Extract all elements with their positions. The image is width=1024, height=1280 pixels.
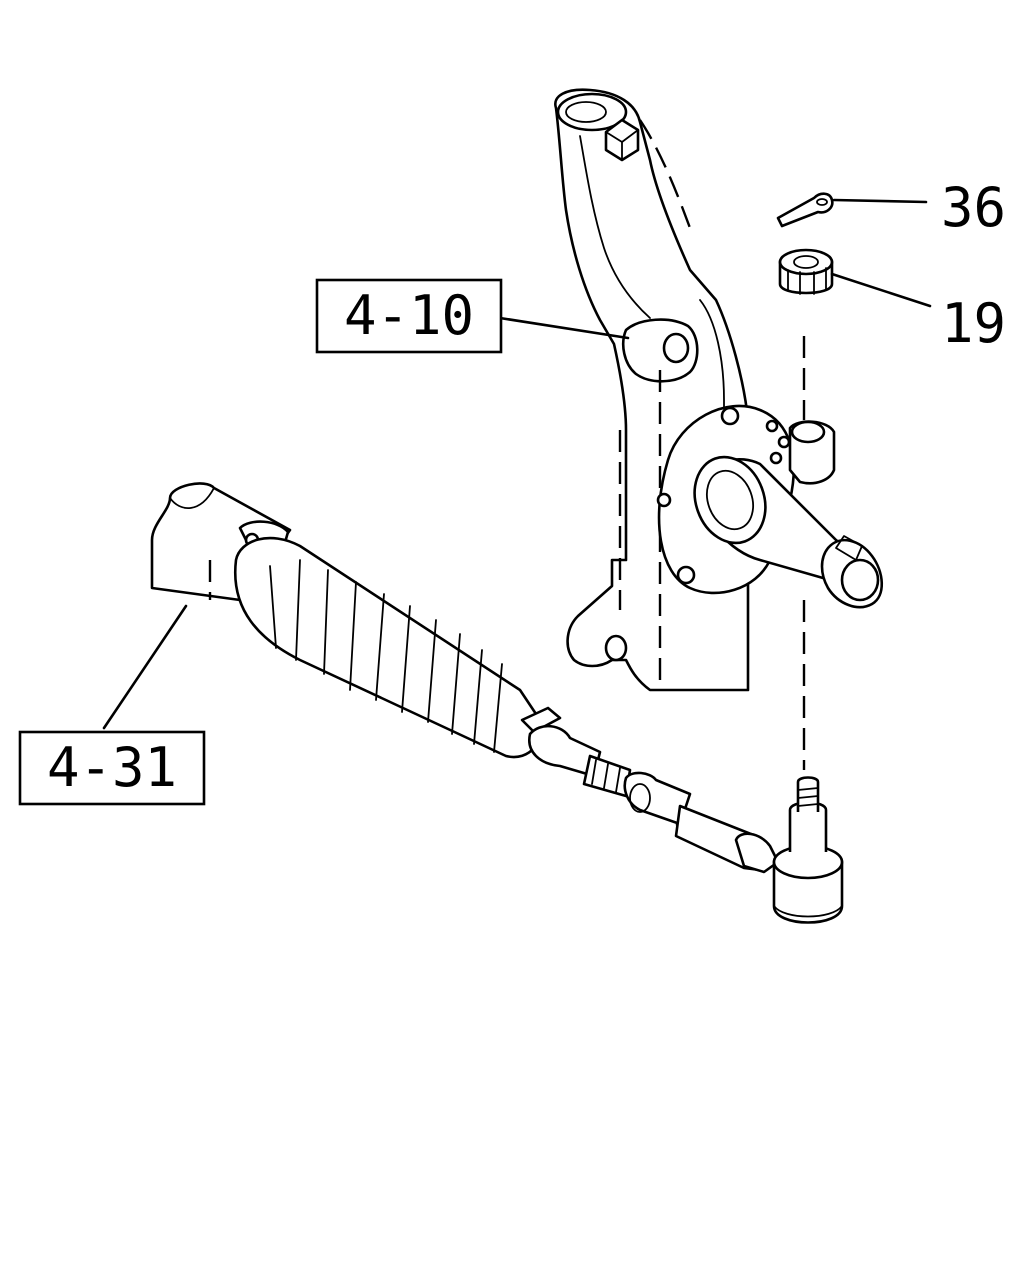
callout-knuckle-label: 4-10 xyxy=(344,284,474,347)
steering-knuckle xyxy=(554,88,884,692)
callout-knuckle-ref: 4-10 xyxy=(315,278,503,354)
tie-rod-end xyxy=(674,776,844,924)
callout-rack-boot-ref: 4-31 xyxy=(18,730,206,806)
leader-cotter-pin xyxy=(832,198,928,204)
rack-boot xyxy=(233,536,562,759)
cotter-pin-icon xyxy=(776,192,834,228)
callout-castle-nut-label: 19 xyxy=(941,292,1006,355)
leader-rack-boot xyxy=(102,604,188,730)
callout-rack-boot-label: 4-31 xyxy=(47,736,177,799)
leader-castle-nut xyxy=(830,272,932,308)
callout-cotter-pin-label: 36 xyxy=(941,176,1006,239)
inner-tie-rod xyxy=(528,724,692,826)
leader-knuckle xyxy=(498,316,630,340)
castle-nut-icon xyxy=(778,248,834,295)
